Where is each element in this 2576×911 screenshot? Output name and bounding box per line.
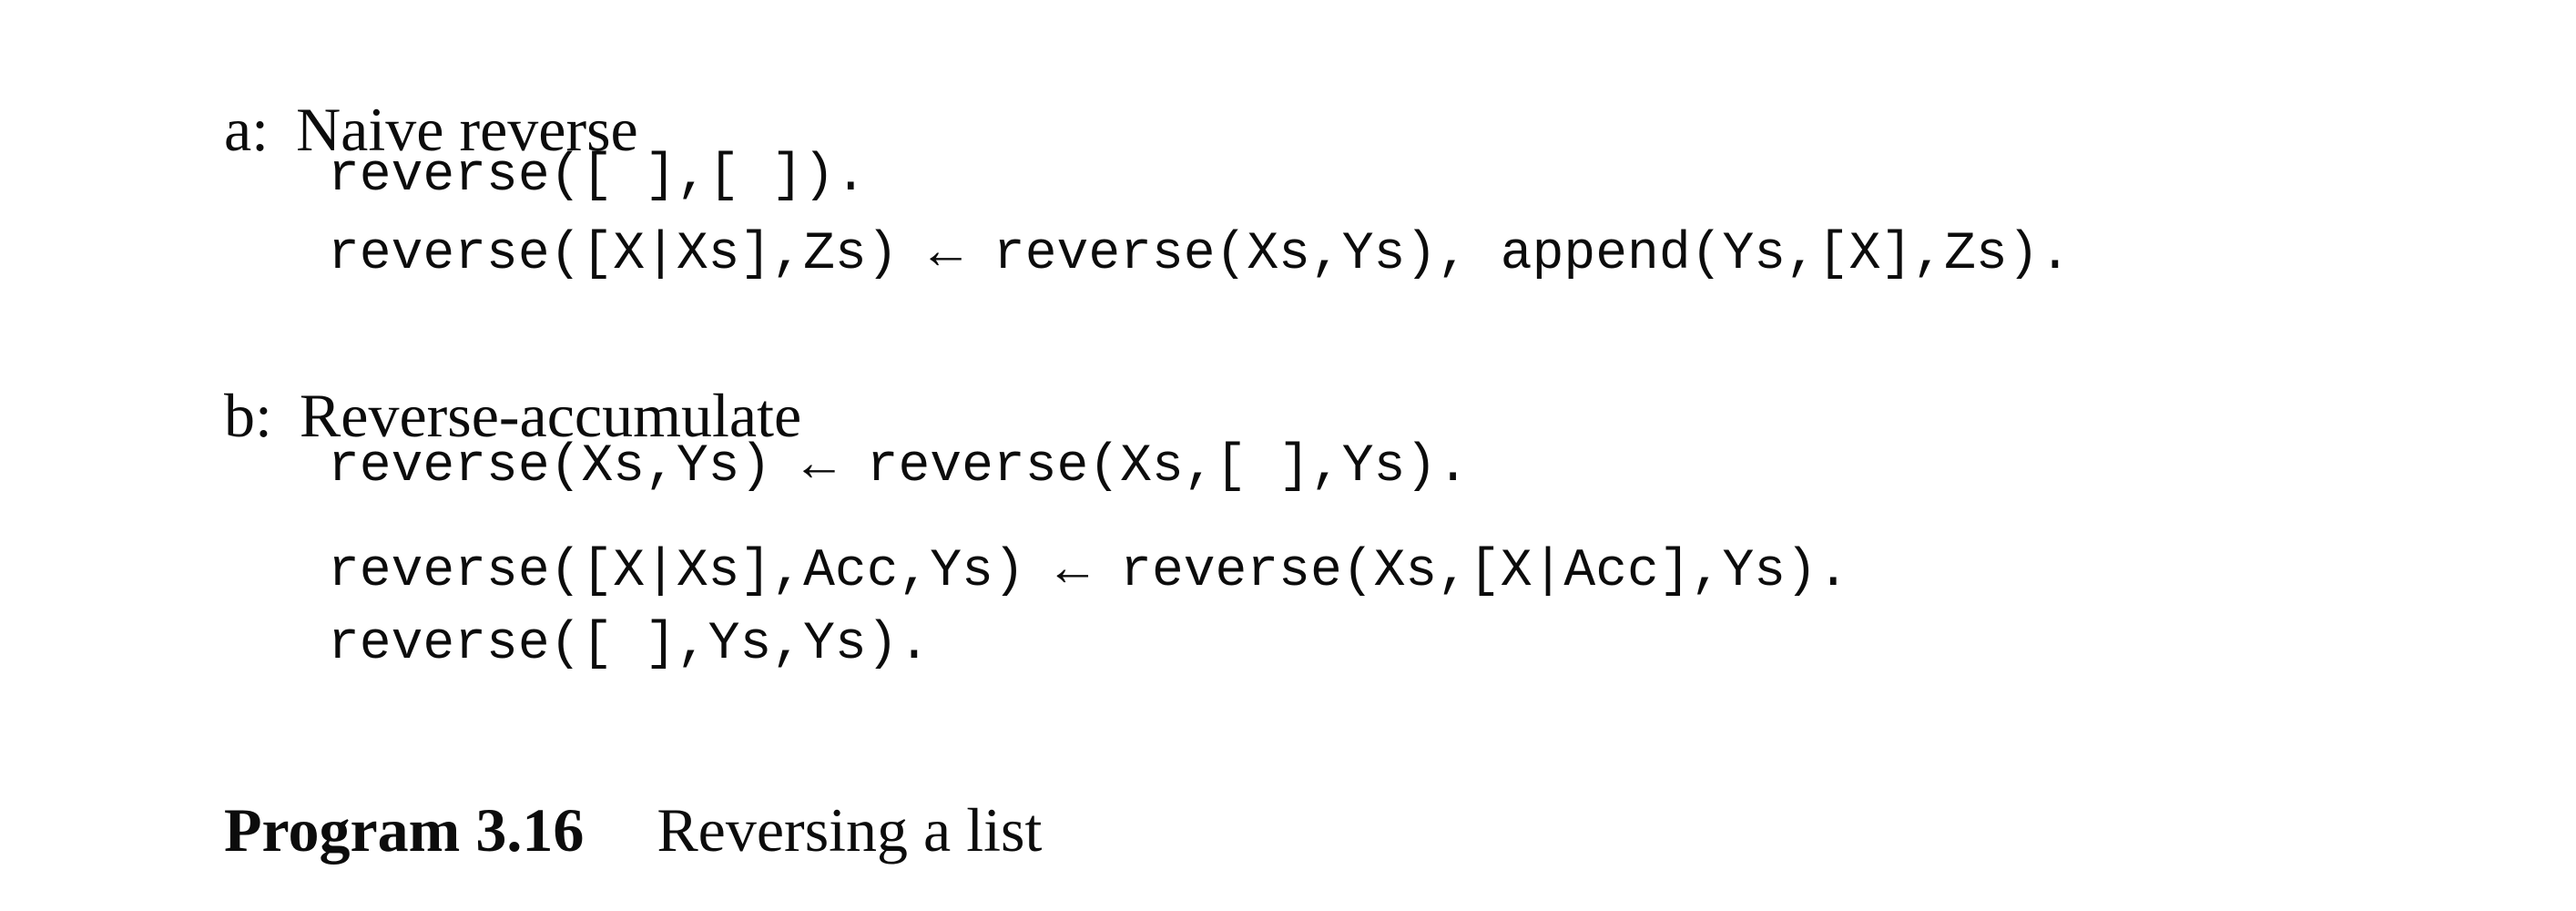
code-line-accumulate-recursive-clause: reverse([X|Xs],Acc,Ys) ← reverse(Xs,[X|A… [328,542,1849,601]
program-caption: Program 3.16 Reversing a list [162,737,1042,911]
program-caption-title: Reversing a list [657,795,1043,865]
section-a-label: a: [224,95,270,164]
section-b-title: Reverse-accumulate [299,381,802,450]
section-a-title: Naive reverse [296,95,638,164]
code-line-accumulate-base-clause: reverse([ ],Ys,Ys). [328,615,931,674]
section-a-heading: a: Naive reverse [162,36,638,222]
program-caption-number: Program 3.16 [224,795,585,865]
section-b-heading: b: Reverse-accumulate [162,322,801,508]
code-line-naive-base-clause: reverse([ ],[ ]). [328,147,867,206]
code-line-accumulate-wrapper-clause: reverse(Xs,Ys) ← reverse(Xs,[ ],Ys). [328,437,1470,496]
code-line-naive-recursive-clause: reverse([X|Xs],Zs) ← reverse(Xs,Ys), app… [328,225,2072,284]
section-b-label: b: [224,381,272,450]
